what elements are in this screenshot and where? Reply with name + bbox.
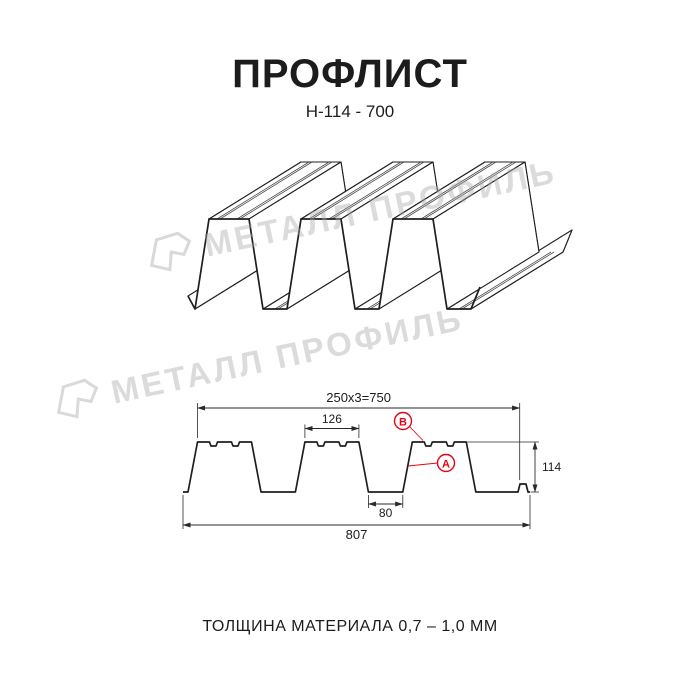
callout-b-letter: В: [399, 417, 407, 429]
dimension-module-width: 250x3=750: [197, 390, 521, 480]
material-thickness-note: ТОЛЩИНА МАТЕРИАЛА 0,7 – 1,0 ММ: [202, 618, 498, 635]
dimension-height: 114: [467, 441, 561, 493]
profile-3d-view: [187, 161, 573, 310]
callout-a: А: [407, 453, 456, 473]
dimension-flange-width: 126: [304, 412, 360, 438]
dimension-overall-width: 807: [182, 495, 531, 542]
callout-b: В: [393, 411, 424, 441]
dim-module-width-label: 250x3=750: [326, 390, 391, 405]
callout-a-letter: А: [442, 459, 450, 471]
dim-flange-width-label: 126: [322, 412, 342, 426]
profile-cross-section: 250x3=750 126 80 807 114: [182, 390, 561, 542]
page-title: ПРОФЛИСТ: [232, 52, 468, 96]
cross-section-outline: [183, 441, 530, 493]
dimension-valley-width: 80: [367, 495, 404, 520]
profile-model-subtitle: Н-114 - 700: [305, 102, 395, 121]
dim-overall-width-label: 807: [346, 527, 368, 542]
rib-stiffener-grooves: [216, 161, 517, 220]
dim-valley-width-label: 80: [379, 506, 393, 520]
dim-height-label: 114: [542, 460, 561, 474]
sheet-front-edge: [187, 218, 481, 310]
